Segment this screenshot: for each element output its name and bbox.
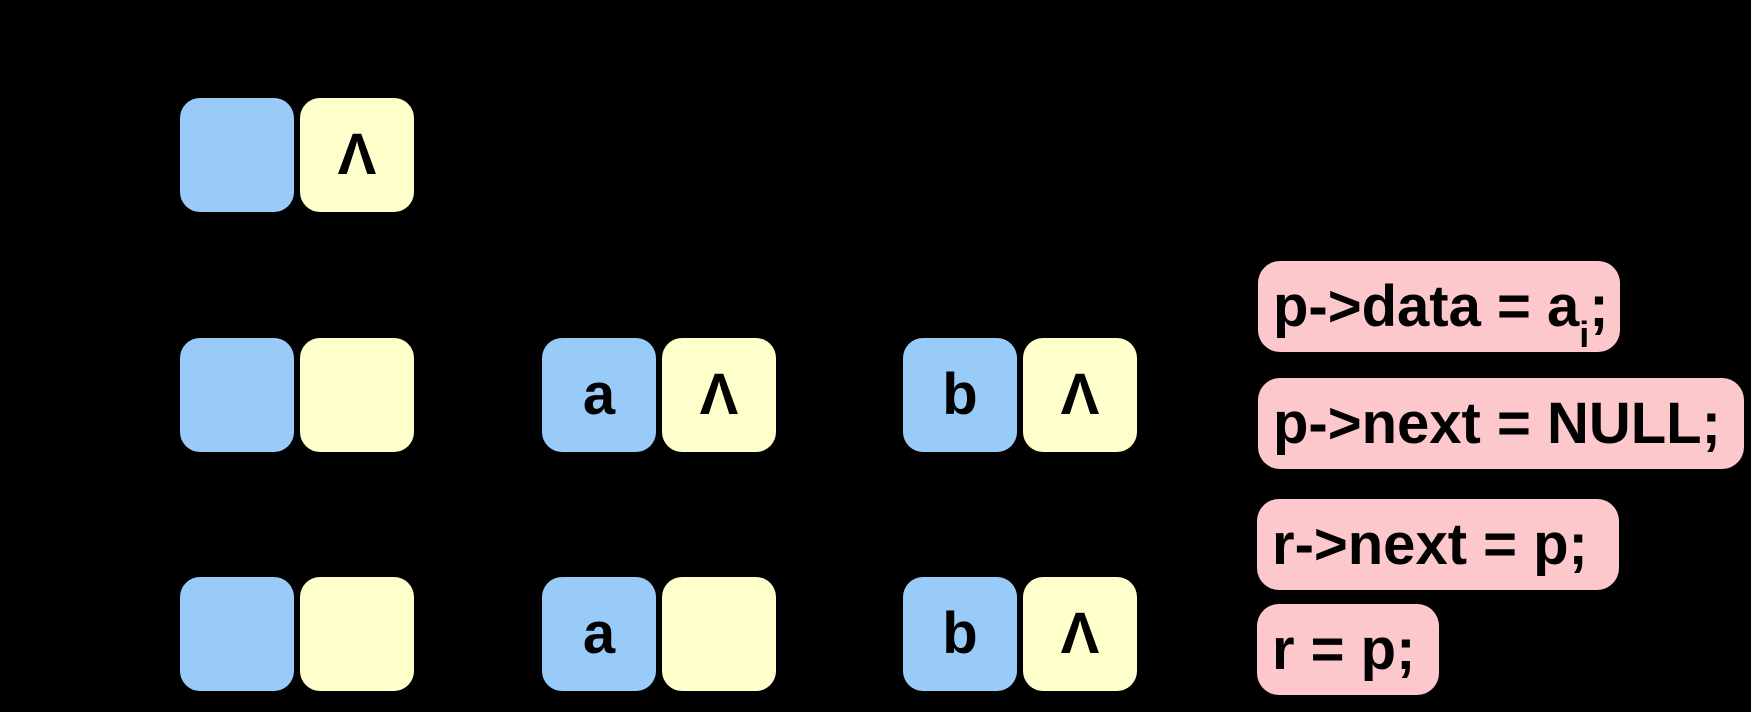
node-row3-col3-b: b Λ <box>903 577 1137 691</box>
pointer-cell <box>300 577 414 691</box>
node-row2-col2-a: a Λ <box>542 338 776 452</box>
node-row1-col1: Λ <box>180 98 414 212</box>
node-row2-col1 <box>180 338 414 452</box>
code-box-r-next-p: r->next = p; <box>1257 499 1619 590</box>
data-cell <box>180 338 294 452</box>
node-row3-col2-a: a <box>542 577 776 691</box>
data-cell <box>180 98 294 212</box>
pointer-cell-null-symbol: Λ <box>1023 577 1137 691</box>
code-text: ; <box>1589 274 1609 339</box>
data-cell-b: b <box>903 338 1017 452</box>
data-cell-b: b <box>903 577 1017 691</box>
code-box-p-data-assign: p->data = ai; <box>1258 261 1620 352</box>
pointer-cell <box>300 338 414 452</box>
pointer-cell-null-symbol: Λ <box>300 98 414 212</box>
data-cell-a: a <box>542 338 656 452</box>
code-box-r-equals-p: r = p; <box>1257 604 1439 695</box>
node-row3-col1 <box>180 577 414 691</box>
code-text: p->data = a <box>1273 274 1580 339</box>
node-row2-col3-b: b Λ <box>903 338 1137 452</box>
pointer-cell <box>662 577 776 691</box>
pointer-cell-null-symbol: Λ <box>662 338 776 452</box>
data-cell <box>180 577 294 691</box>
pointer-cell-null-symbol: Λ <box>1023 338 1137 452</box>
code-subscript-i: i <box>1579 313 1590 355</box>
data-cell-a: a <box>542 577 656 691</box>
code-box-p-next-null: p->next = NULL; <box>1258 378 1744 469</box>
